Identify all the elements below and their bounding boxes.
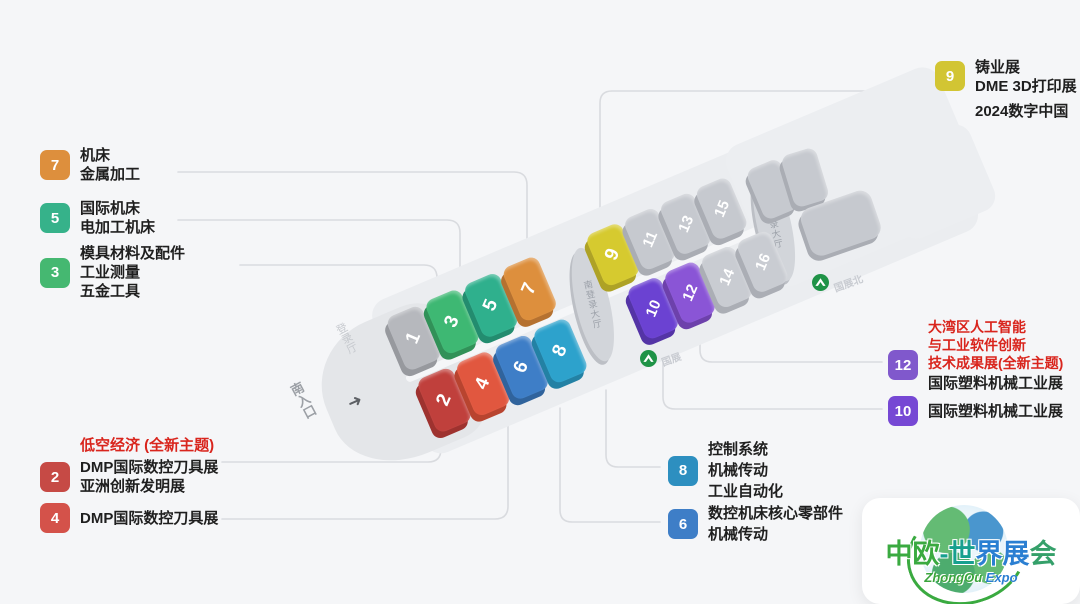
legend-group-hall10: 10 国际塑料机械工业展 (888, 396, 1063, 426)
legend-line: 机床 (80, 147, 111, 164)
theme-highlight-low-altitude: 低空经济 (全新主题) (80, 437, 215, 454)
legend-badge-8: 8 (668, 455, 698, 486)
legend-line: 铸业展 (975, 59, 1021, 76)
metro-icon (812, 274, 829, 291)
metro-icon (640, 350, 657, 367)
logo-title-segment: 会 (1029, 539, 1057, 569)
logo-title-segment: 界展 (975, 539, 1030, 569)
legend-group-hall3: 3 模具材料及配件 工业测量 五金工具 (40, 244, 185, 301)
legend-line: 工业自动化 (708, 483, 784, 500)
legend-badge-2: 2 (40, 462, 70, 492)
globe-icon (920, 505, 1008, 593)
metro-station-guozhan: 国展 (640, 350, 683, 369)
legend-line: 五金工具 (80, 283, 141, 300)
legend-line: 数控机床核心零部件 (708, 505, 844, 522)
legend-group-hall7: 7 机床 金属加工 (40, 146, 140, 184)
metro-station-guozhanbei: 国展北 (812, 274, 865, 295)
legend-badge-6: 6 (668, 509, 698, 539)
theme-highlight-ai: 技术成果展(全新主题) (928, 355, 1064, 371)
metro-station-label: 国展北 (832, 274, 865, 295)
legend-line: 国际塑料机械工业展 (928, 375, 1064, 392)
legend-line: 工业测量 (80, 264, 141, 281)
metro-station-label: 国展 (660, 351, 683, 369)
theme-highlight-ai: 大湾区人工智能 (928, 319, 1026, 335)
logo-subtitle-part1: ZhongOu (924, 570, 983, 585)
legend-line: 电加工机床 (80, 219, 156, 236)
theme-highlight-ai: 与工业软件创新 (928, 337, 1026, 353)
logo-title: 中欧-世界展会 (862, 532, 1080, 571)
logo-subtitle: ZhongOu Expo (862, 570, 1080, 585)
legend-group-hall8: 8 控制系统 机械传动 工业自动化 (668, 439, 783, 502)
legend-line: 机械传动 (708, 462, 769, 479)
legend-group-hall4: 4 DMP国际数控刀具展 (40, 503, 218, 533)
legend-group-hall6: 6 数控机床核心零部件 机械传动 (668, 503, 843, 545)
legend-line: DME 3D打印展 (975, 78, 1077, 95)
logo-title-segment: 中欧 (885, 539, 940, 569)
legend-line: 国际塑料机械工业展 (928, 402, 1064, 420)
legend-group-hall2: 2 DMP国际数控刀具展 亚洲创新发明展 (40, 458, 218, 496)
legend-group-hall5: 5 国际机床 电加工机床 (40, 199, 155, 237)
legend-badge-3: 3 (40, 257, 70, 288)
organizer-logo-card: 中欧-世界展会 ZhongOu Expo (862, 498, 1080, 604)
login-hall-oval-mid-label: 南登录大厅 (581, 279, 603, 331)
south-entrance-label: 南入口 (286, 379, 319, 422)
legend-badge-10: 10 (888, 396, 918, 426)
legend-line: DMP国际数控刀具展 (80, 459, 219, 476)
legend-line: 2024数字中国 (975, 103, 1069, 120)
legend-line: 机械传动 (708, 526, 769, 543)
legend-line: 亚洲创新发明展 (80, 478, 186, 495)
legend-line: 模具材料及配件 (80, 245, 186, 262)
legend-line: DMP国际数控刀具展 (80, 509, 219, 527)
legend-line: 金属加工 (80, 166, 141, 183)
legend-badge-5: 5 (40, 203, 70, 233)
legend-group-hall9: 9 铸业展 DME 3D打印展 2024数字中国 (935, 58, 1077, 121)
legend-badge-12: 12 (888, 350, 918, 380)
legend-line: 国际机床 (80, 200, 141, 217)
logo-subtitle-part2: Expo (982, 570, 1018, 585)
legend-group-hall12: 12 大湾区人工智能 与工业软件创新 技术成果展(全新主题) 国际塑料机械工业展 (888, 318, 1063, 393)
legend-badge-4: 4 (40, 503, 70, 533)
legend-badge-9: 9 (935, 61, 965, 91)
logo-title-segment: -世 (939, 539, 976, 569)
legend-badge-7: 7 (40, 150, 70, 180)
legend-line: 控制系统 (708, 441, 769, 458)
